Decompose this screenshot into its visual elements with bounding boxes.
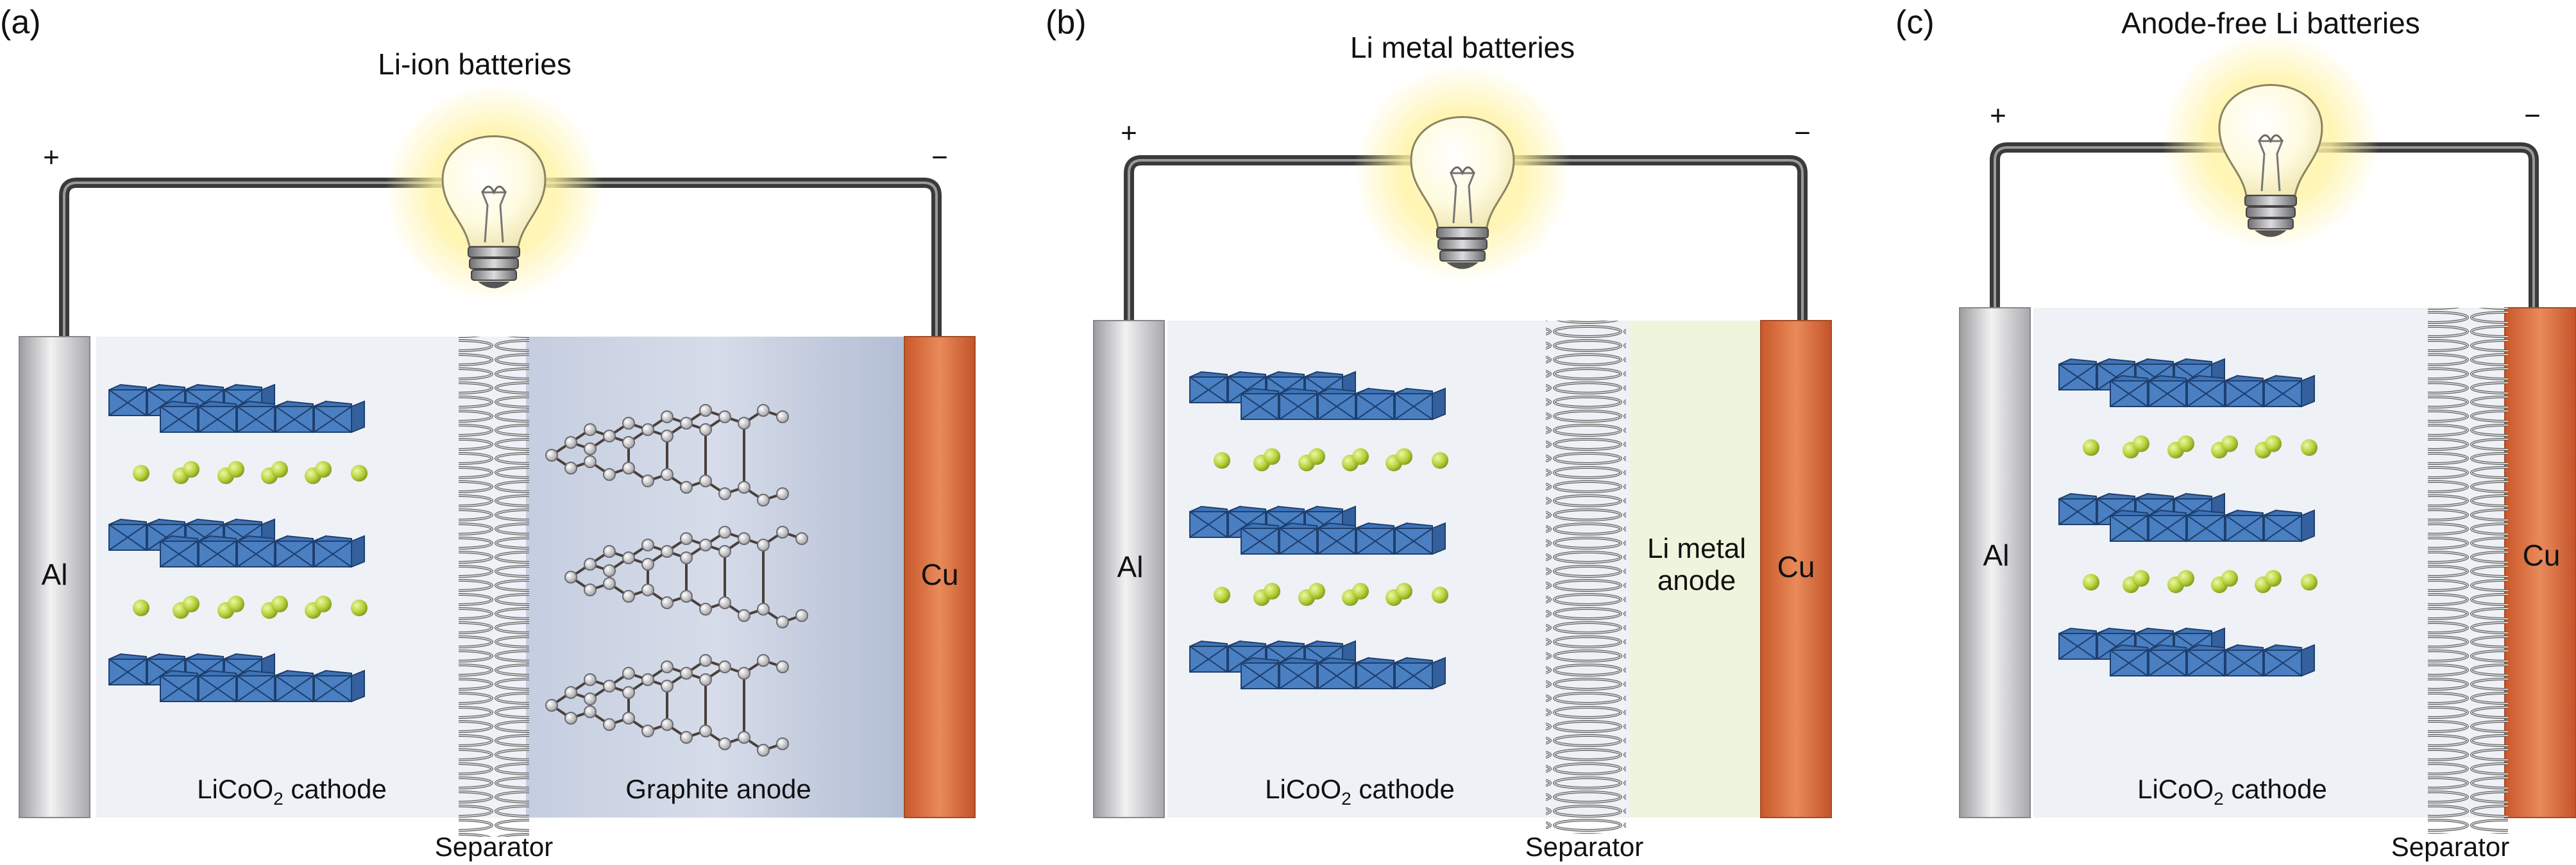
panel-c: (c) Anode-free Li batteries + − Al Cu Li… bbox=[1895, 4, 2576, 862]
panel-b-lightbulb-icon bbox=[1352, 63, 1573, 283]
panel-c-minus: − bbox=[2524, 100, 2541, 131]
panel-c-separator-label: Separator bbox=[2391, 832, 2509, 862]
panel-c-cu-label: Cu bbox=[2523, 539, 2561, 572]
panel-b-separator bbox=[1546, 321, 1626, 834]
panel-b-plus: + bbox=[1121, 117, 1137, 149]
panel-a: (a) Li-ion batteries + − Al Cu LiCoO2 ca… bbox=[0, 4, 976, 862]
panel-b-copper-collector bbox=[1760, 320, 1832, 818]
panel-a-letter: (a) bbox=[0, 4, 41, 41]
panel-b-anode-label-line1: Li metal bbox=[1647, 533, 1746, 564]
panel-b-letter: (b) bbox=[1046, 4, 1087, 41]
panel-a-al-label: Al bbox=[42, 558, 68, 591]
panel-c-copper-collector bbox=[2504, 307, 2576, 818]
panel-b-separator-label: Separator bbox=[1525, 832, 1643, 862]
panel-a-anode-label: Graphite anode bbox=[625, 774, 811, 804]
panel-a-plus: + bbox=[43, 142, 60, 173]
panel-a-cathode-label: LiCoO2 cathode bbox=[197, 774, 387, 809]
panel-c-lightbulb-icon bbox=[2160, 31, 2381, 251]
panel-b: (b) Li metal batteries + − Al Cu Li meta… bbox=[1046, 4, 1832, 862]
panel-a-lightbulb-icon bbox=[384, 82, 604, 303]
panel-a-title: Li-ion batteries bbox=[378, 47, 572, 81]
panel-a-separator-label: Separator bbox=[435, 832, 553, 862]
panel-b-anode-label-line2: anode bbox=[1657, 565, 1736, 596]
panel-c-plus: + bbox=[1990, 100, 2006, 131]
panel-c-cathode-label: LiCoO2 cathode bbox=[2137, 774, 2327, 809]
panel-b-cu-label: Cu bbox=[1777, 550, 1815, 584]
panel-b-li-metal-anode-region bbox=[1629, 321, 1764, 818]
panel-c-separator bbox=[2428, 308, 2508, 834]
panel-b-cathode-label: LiCoO2 cathode bbox=[1265, 774, 1455, 809]
panel-a-copper-collector bbox=[904, 336, 976, 818]
panel-c-al-label: Al bbox=[1983, 539, 2010, 572]
panel-a-aluminum-collector bbox=[19, 336, 90, 818]
panel-c-aluminum-collector bbox=[1959, 307, 2031, 818]
panel-b-al-label: Al bbox=[1117, 550, 1144, 584]
panel-b-minus: − bbox=[1794, 117, 1811, 149]
panel-b-title: Li metal batteries bbox=[1350, 31, 1575, 64]
panel-b-aluminum-collector bbox=[1093, 320, 1165, 818]
panel-c-letter: (c) bbox=[1895, 4, 1935, 41]
panel-a-anode-region bbox=[526, 337, 904, 818]
panel-a-separator bbox=[459, 337, 529, 837]
panel-a-minus: − bbox=[931, 142, 948, 173]
panel-a-cu-label: Cu bbox=[921, 558, 959, 591]
